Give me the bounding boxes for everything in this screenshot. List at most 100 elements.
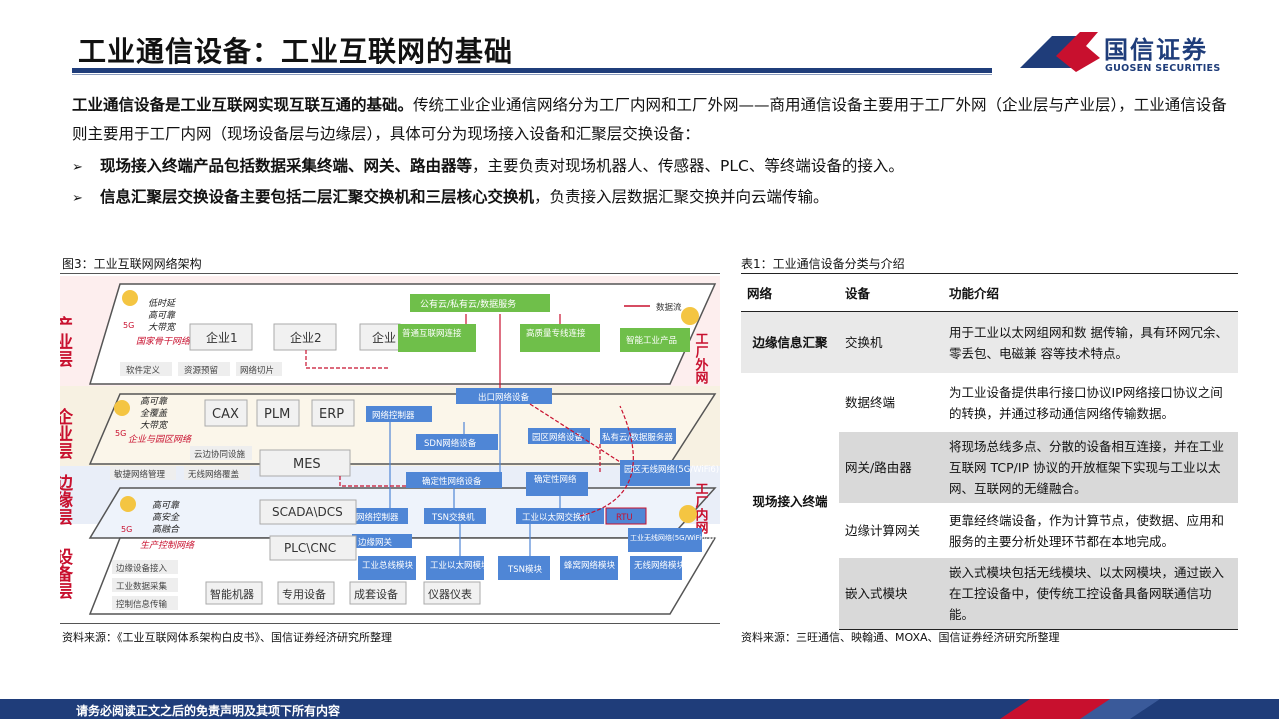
svg-text:仪器仪表: 仪器仪表: [428, 587, 472, 601]
logo-text-cn: 国信证券: [1104, 36, 1208, 64]
svg-text:SDN网络设备: SDN网络设备: [424, 438, 477, 449]
svg-text:园区网络设备: 园区网络设备: [532, 432, 584, 443]
svg-text:高可靠: 高可靠: [148, 310, 176, 321]
svg-text:SCADA\DCS: SCADA\DCS: [272, 505, 343, 519]
svg-text:高可靠: 高可靠: [140, 396, 168, 407]
svg-text:确定性网络: 确定性网络: [534, 474, 577, 485]
table-cell-device: 交换机: [839, 311, 943, 374]
table-header-cell: 设备: [839, 273, 943, 312]
svg-text:企业与园区网络: 企业与园区网络: [128, 434, 192, 445]
guosen-logo-icon: [1020, 32, 1100, 72]
figure-top-rule: [60, 273, 720, 274]
svg-text:ERP: ERP: [319, 407, 344, 422]
bullet-arrow-icon: ➢: [72, 160, 83, 175]
svg-text:成套设备: 成套设备: [354, 587, 398, 601]
table-cell-desc: 将现场总线多点、分散的设备相互连接，并在工业互联网 TCP/IP 协议的开放框架…: [943, 431, 1238, 504]
svg-text:出口网络设备: 出口网络设备: [478, 392, 530, 403]
svg-text:5G: 5G: [123, 321, 134, 330]
table-cell-desc: 用于工业以太网组网和数 据传输，具有环网冗余、零丢包、电磁兼 容等技术特点。: [943, 311, 1238, 374]
title-underline: [72, 68, 992, 73]
svg-text:公有云/私有云/数据服务: 公有云/私有云/数据服务: [420, 298, 516, 310]
svg-text:智能工业产品: 智能工业产品: [626, 335, 677, 346]
logo-text-en: GUOSEN SECURITIES: [1105, 63, 1221, 74]
svg-text:数据流: 数据流: [656, 302, 682, 313]
footer-decoration: [1000, 699, 1160, 719]
svg-text:全覆盖: 全覆盖: [140, 408, 168, 419]
table-row: 网关/路由器 将现场总线多点、分散的设备相互连接，并在工业互联网 TCP/IP …: [741, 431, 1238, 504]
svg-text:PLM: PLM: [264, 407, 290, 422]
svg-text:企业: 企业: [372, 330, 396, 345]
table-header-cell: 网络: [741, 273, 839, 312]
svg-text:低时延: 低时延: [148, 298, 177, 309]
page-title: 工业通信设备：工业互联网的基础: [78, 35, 514, 68]
svg-text:CAX: CAX: [212, 407, 239, 422]
intro-rest: 传统工业企业通信网络分为工厂内网和工厂外网——商用通信设备主要用于工厂外网（企业…: [72, 96, 1227, 143]
svg-text:网络切片: 网络切片: [240, 365, 274, 376]
table-cell-network: 边缘信息汇聚: [741, 311, 839, 374]
table-cell-desc: 更靠经终端设备，作为计算节点，使数据、应用和服务的主要分析处理环节都在本地完成。: [943, 503, 1238, 558]
table-row: 嵌入式模块 嵌入式模块包括无线模块、以太网模块，通过嵌入在工控设备中，使传统工控…: [741, 557, 1238, 630]
table-cell-device: 数据终端: [839, 373, 943, 432]
svg-text:无线网络模块: 无线网络模块: [634, 560, 686, 571]
antenna-icon: [679, 505, 697, 523]
intro-lead: 工业通信设备是工业互联网实现互联互通的基础。: [72, 96, 414, 114]
layer-label-device: 设备层: [60, 548, 74, 600]
figure-caption: 图3：工业互联网网络架构: [62, 257, 202, 271]
svg-text:无线网络覆盖: 无线网络覆盖: [188, 469, 240, 480]
network-architecture-diagram: 产业层 企业层 边缘层 设备层 工厂外网 工厂内网 5G 5G 5G 低时延 高…: [60, 276, 720, 620]
antenna-icon: [681, 307, 699, 325]
svg-text:企业1: 企业1: [206, 330, 238, 345]
svg-text:TSN模块: TSN模块: [507, 564, 542, 575]
svg-text:网络控制器: 网络控制器: [356, 512, 399, 523]
svg-text:工业无线网络(5G/WiFi6/WIA): 工业无线网络(5G/WiFi6/WIA): [630, 533, 720, 542]
table-cell-desc: 为工业设备提供串行接口协议IP网络接口协议之间的转换，并通过移动通信网络传输数据…: [943, 373, 1238, 432]
svg-text:工业数据采集: 工业数据采集: [116, 581, 168, 592]
layer-label-enterprise: 企业层: [60, 407, 74, 460]
layer-labels: 产业层 企业层 边缘层 设备层: [60, 315, 74, 600]
table-header-cell: 功能介绍: [943, 273, 1238, 312]
table-cell-device: 网关/路由器: [839, 431, 943, 504]
table-cell-desc: 嵌入式模块包括无线模块、以太网模块，通过嵌入在工控设备中，使传统工控设备具备网联…: [943, 557, 1238, 630]
layer-label-industry: 产业层: [60, 315, 73, 368]
svg-text:RTU: RTU: [616, 513, 633, 523]
5g-badge-icon: 5G: [120, 496, 136, 534]
svg-text:5G: 5G: [121, 525, 132, 534]
table-source: 资料来源：三旺通信、映翰通、MOXA、国信证券经济研究所整理: [741, 631, 1060, 644]
svg-text:国家骨干网络: 国家骨干网络: [136, 336, 191, 347]
svg-text:PLC\CNC: PLC\CNC: [284, 541, 336, 555]
svg-text:边缘网关: 边缘网关: [358, 537, 393, 548]
svg-text:5G: 5G: [115, 429, 126, 438]
svg-text:园区无线网络(5G/WiFi6): 园区无线网络(5G/WiFi6): [624, 464, 719, 475]
svg-text:边缘设备接入: 边缘设备接入: [116, 563, 168, 574]
svg-text:生产控制网络: 生产控制网络: [140, 540, 195, 551]
svg-text:敏捷网络管理: 敏捷网络管理: [114, 469, 166, 480]
bullet-item: ➢信息汇聚层交换设备主要包括二层汇聚交换机和三层核心交换机，负责接入层数据汇聚交…: [72, 186, 829, 210]
svg-text:蜂窝网络模块: 蜂窝网络模块: [564, 560, 616, 571]
svg-text:企业2: 企业2: [290, 330, 322, 345]
intro-paragraph: 工业通信设备是工业互联网实现互联互通的基础。传统工业企业通信网络分为工厂内网和工…: [72, 91, 1232, 149]
table-cell-device: 嵌入式模块: [839, 557, 943, 630]
svg-text:普通互联网连接: 普通互联网连接: [402, 328, 462, 339]
svg-text:MES: MES: [293, 457, 321, 472]
device-table: 网络 设备 功能介绍 边缘信息汇聚 交换机 用于工业以太网组网和数 据传输，具有…: [741, 273, 1238, 630]
svg-text:资源预留: 资源预留: [184, 365, 218, 376]
svg-text:大带宽: 大带宽: [140, 420, 169, 431]
table-cell-device: 边缘计算网关: [839, 503, 943, 558]
figure-bottom-rule: [60, 623, 720, 624]
bullet-item: ➢现场接入终端产品包括数据采集终端、网关、路由器等，主要负责对现场机器人、传感器…: [72, 155, 904, 179]
svg-text:工业以太网模块: 工业以太网模块: [430, 560, 490, 571]
svg-text:私有云/数据服务器: 私有云/数据服务器: [602, 432, 673, 443]
layer-label-edge: 边缘层: [60, 474, 74, 526]
table-row: 边缘信息汇聚 交换机 用于工业以太网组网和数 据传输，具有环网冗余、零丢包、电磁…: [741, 311, 1238, 374]
svg-text:大带宽: 大带宽: [148, 322, 177, 333]
side-label-outer: 工厂外网: [693, 332, 710, 385]
svg-text:TSN交换机: TSN交换机: [431, 512, 475, 523]
svg-text:高融合: 高融合: [152, 524, 180, 535]
svg-text:软件定义: 软件定义: [126, 365, 161, 376]
table-caption: 表1：工业通信设备分类与介绍: [741, 257, 905, 271]
svg-text:控制信息传输: 控制信息传输: [116, 599, 168, 610]
footer-bar: [0, 699, 1279, 719]
figure-source: 资料来源：《工业互联网体系架构白皮书》、国信证券经济研究所整理: [62, 631, 392, 644]
table-row: 边缘计算网关 更靠经终端设备，作为计算节点，使数据、应用和服务的主要分析处理环节…: [741, 503, 1238, 558]
